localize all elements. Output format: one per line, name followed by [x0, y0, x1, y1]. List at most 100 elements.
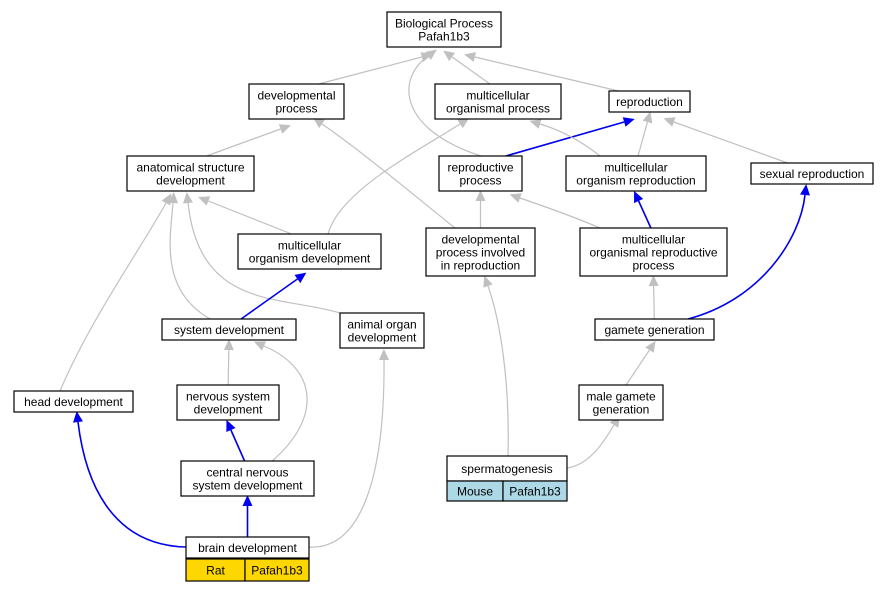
- arrowhead-icon: [642, 111, 653, 124]
- node-label: Pafah1b3: [418, 30, 470, 44]
- arrowhead-icon: [226, 419, 236, 433]
- node-box: [425, 227, 536, 277]
- node-label: process: [632, 259, 674, 273]
- node-head-development[interactable]: head development: [13, 390, 134, 413]
- edge-gamete-generation-to-multicellular-organismal-reproductive-process: [653, 285, 655, 320]
- arrowhead-icon: [161, 193, 172, 206]
- edge-animal-organ-development-to-anatomical-structure-development: [187, 202, 341, 314]
- edge-multicellular-organismal-process-to-biological-process: [451, 56, 491, 85]
- arrowhead-icon: [183, 192, 193, 204]
- edge-multicellular-organism-development-to-multicellular-organismal-process: [327, 123, 461, 235]
- node-box: [608, 90, 691, 113]
- arrowhead-icon: [509, 193, 522, 203]
- arrowhead-icon: [223, 339, 234, 351]
- edge-system-development-to-multicellular-organism-development: [240, 278, 298, 320]
- arrowhead-icon: [464, 52, 476, 62]
- node-box: [126, 155, 255, 192]
- node-box: [180, 460, 315, 497]
- edge-reproduction-to-biological-process: [474, 56, 619, 92]
- edge-reproductive-process-to-reproduction: [505, 121, 625, 157]
- arrowhead-icon: [379, 349, 389, 361]
- arrowhead-icon: [634, 190, 644, 204]
- edge-male-gamete-generation-to-gamete-generation: [625, 349, 650, 386]
- node-label: organismal process: [446, 102, 550, 116]
- arrowhead-icon: [529, 119, 542, 129]
- node-system-development[interactable]: system development: [161, 318, 297, 341]
- edge-head-development-to-anatomical-structure-development: [59, 202, 167, 392]
- node-label: process: [459, 174, 501, 188]
- node-label: organism development: [249, 252, 371, 266]
- node-box: [434, 83, 562, 120]
- edge-sexual-reproduction-to-reproduction: [673, 121, 788, 164]
- node-box: [386, 11, 502, 48]
- node-label: multicellular: [278, 239, 341, 253]
- arrowhead-icon: [800, 184, 810, 196]
- node-label: process: [275, 102, 317, 116]
- node-label: developmental: [257, 89, 335, 103]
- edge-central-nervous-system-development-to-system-development: [263, 345, 308, 462]
- node-box: [565, 155, 707, 192]
- node-label: process involved: [436, 246, 525, 260]
- node-label: generation: [593, 403, 650, 417]
- edge-multicellular-organism-development-to-anatomical-structure-development: [208, 200, 292, 235]
- node-box: [176, 384, 280, 421]
- arrowhead-icon: [648, 275, 659, 287]
- node-label: anatomical structure: [136, 161, 244, 175]
- arrowhead-icon: [475, 190, 486, 201]
- node-label: Biological Process: [395, 17, 493, 31]
- node-box: [594, 318, 715, 341]
- edge-developmental-process-to-biological-process: [318, 56, 423, 85]
- edge-gamete-generation-to-sexual-reproduction: [687, 194, 806, 320]
- node-label: brain development: [198, 541, 297, 555]
- node-sexual-reproduction[interactable]: sexual reproduction: [750, 162, 874, 185]
- node-gamete-generation[interactable]: gamete generation: [594, 318, 715, 341]
- node-box: [161, 318, 297, 341]
- edge-developmental-process-involved-in-reproduction-to-developmental-process: [321, 123, 456, 229]
- edge-reproductive-process-to-biological-process: [408, 55, 482, 157]
- node-label: multicellular: [604, 161, 667, 175]
- gene-label: Pafah1b3: [251, 564, 303, 578]
- node-box: [13, 390, 134, 413]
- node-label: multicellular: [466, 89, 529, 103]
- edge-system-development-to-anatomical-structure-development: [169, 202, 211, 320]
- arrowhead-icon: [312, 117, 325, 129]
- node-label: nervous system: [186, 390, 270, 404]
- node-label: system development: [174, 323, 285, 337]
- node-label: in reproduction: [441, 259, 520, 273]
- node-label: reproductive: [447, 161, 513, 175]
- node-label: development: [156, 174, 225, 188]
- arrowhead-icon: [294, 272, 307, 284]
- node-label: male gamete: [586, 390, 656, 404]
- species-label: Mouse: [457, 485, 493, 499]
- node-box: [248, 83, 345, 120]
- nodes-layer: Biological ProcessPafah1b3developmentalp…: [13, 11, 874, 582]
- arrowhead-icon: [663, 117, 676, 127]
- species-label: Rat: [206, 564, 225, 578]
- gene-label: Pafah1b3: [509, 485, 561, 499]
- arrowhead-icon: [457, 118, 470, 129]
- edges-layer: [59, 49, 810, 548]
- node-label: spermatogenesis: [461, 462, 552, 476]
- node-reproduction[interactable]: reproduction: [608, 90, 691, 113]
- node-box: [750, 162, 874, 185]
- node-label: animal organ: [347, 318, 416, 332]
- edge-spermatogenesis-to-male-gamete-generation: [566, 424, 615, 469]
- gene-cell: [244, 558, 310, 582]
- edge-spermatogenesis-to-developmental-process-involved-in-reproduction: [487, 285, 509, 457]
